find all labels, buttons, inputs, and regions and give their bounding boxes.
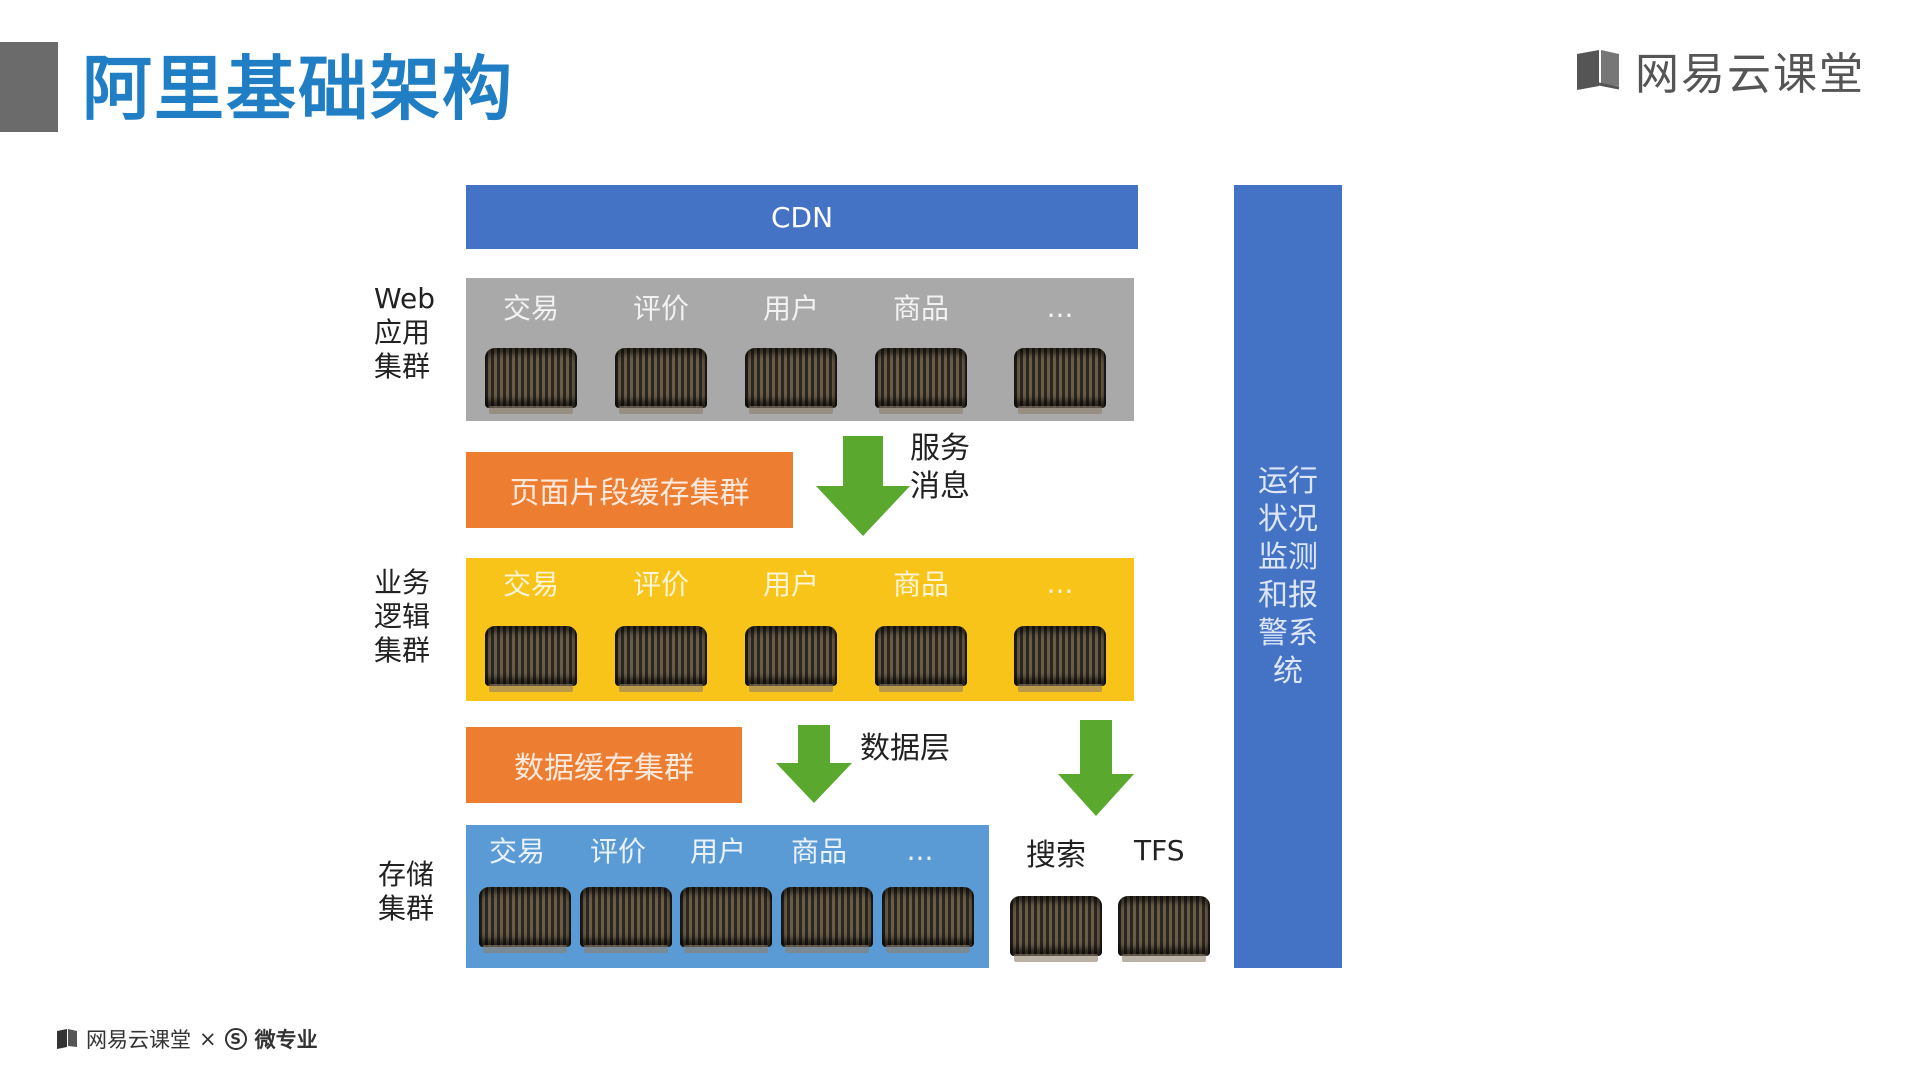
server-rack-image xyxy=(479,887,571,953)
server-rack-image xyxy=(1118,896,1210,962)
cluster-item-label: 评价 xyxy=(632,568,689,601)
server-rack-image xyxy=(615,348,707,414)
tfs-label: TFS xyxy=(1134,834,1185,867)
server-rack-image xyxy=(781,887,873,953)
cluster-item-label: 交易 xyxy=(488,835,545,868)
cluster-item-label: ... xyxy=(1046,566,1074,600)
service-message-text: 服务消息 xyxy=(910,431,970,504)
business-logic-cluster: 交易 评价 用户 商品 ... xyxy=(466,558,1134,701)
book-logo-icon xyxy=(57,1029,77,1049)
server-rack-image xyxy=(745,626,837,692)
server-rack-image xyxy=(680,887,772,953)
cluster-item-label: ... xyxy=(1046,290,1074,324)
s-badge-icon: S xyxy=(224,1028,247,1050)
cluster-item-label: 评价 xyxy=(632,292,689,325)
data-cache-label: 数据缓存集群 xyxy=(514,751,694,786)
cluster-item-label: 商品 xyxy=(892,292,949,325)
monitor-label: 运行状况监测和报警系统 xyxy=(1258,463,1318,689)
data-cache-cluster: 数据缓存集群 xyxy=(466,727,742,803)
logic-cluster-side-label: 业务逻辑集群 xyxy=(374,566,431,667)
search-server xyxy=(1010,896,1102,962)
page-fragment-cache-cluster: 页面片段缓存集群 xyxy=(466,452,793,528)
storage-cluster-side-label: 存储集群 xyxy=(378,858,435,925)
storage-cluster: 交易 评价 用户 商品 ... xyxy=(466,825,989,968)
footer-brand: 网易云课堂 xyxy=(86,1028,191,1052)
cluster-item-label: 商品 xyxy=(892,568,949,601)
cluster-item-label: 交易 xyxy=(502,292,559,325)
server-rack-image xyxy=(875,348,967,414)
page-title: 阿里基础架构 xyxy=(82,48,514,130)
data-layer-label: 数据层 xyxy=(860,731,950,766)
server-rack-image xyxy=(1014,626,1106,692)
brand-logo: 网易云课堂 xyxy=(1575,40,1865,100)
footer-times: × xyxy=(199,1027,217,1051)
search-label: 搜索 xyxy=(1026,838,1086,873)
cdn-layer: CDN xyxy=(466,185,1138,249)
cluster-item-label: ... xyxy=(906,833,934,867)
footer-watermark: 网易云课堂 × S 微专业 xyxy=(56,1024,318,1054)
server-rack-image xyxy=(615,626,707,692)
server-rack-image xyxy=(485,626,577,692)
title-accent-bar xyxy=(0,42,58,132)
web-app-cluster: 交易 评价 用户 商品 ... xyxy=(466,278,1134,421)
monitor-system: 运行状况监测和报警系统 xyxy=(1234,185,1342,968)
service-message-label: 服务消息 xyxy=(910,430,974,506)
server-rack-image xyxy=(745,348,837,414)
down-arrow-icon xyxy=(776,725,852,803)
server-rack-image xyxy=(1014,348,1106,414)
cdn-label: CDN xyxy=(770,200,834,234)
tfs-server xyxy=(1118,896,1210,962)
server-rack-image xyxy=(882,887,974,953)
down-arrow-icon xyxy=(816,436,910,536)
down-arrow-icon xyxy=(1058,720,1134,816)
server-rack-image xyxy=(485,348,577,414)
brand-name: 网易云课堂 xyxy=(1635,49,1865,100)
server-rack-image xyxy=(580,887,672,953)
cluster-item-label: 用户 xyxy=(689,835,746,868)
page-cache-label: 页面片段缓存集群 xyxy=(509,476,750,511)
cluster-item-label: 商品 xyxy=(790,835,847,868)
cluster-item-label: 用户 xyxy=(762,568,819,601)
server-rack-image xyxy=(875,626,967,692)
server-rack-image xyxy=(1010,896,1102,962)
book-logo-icon xyxy=(1577,50,1620,90)
web-cluster-side-label: Web应用集群 xyxy=(374,282,436,383)
cluster-item-label: 评价 xyxy=(589,835,646,868)
footer-pro: 微专业 xyxy=(254,1028,318,1052)
cluster-item-label: 交易 xyxy=(502,568,559,601)
cluster-item-label: 用户 xyxy=(762,292,819,325)
